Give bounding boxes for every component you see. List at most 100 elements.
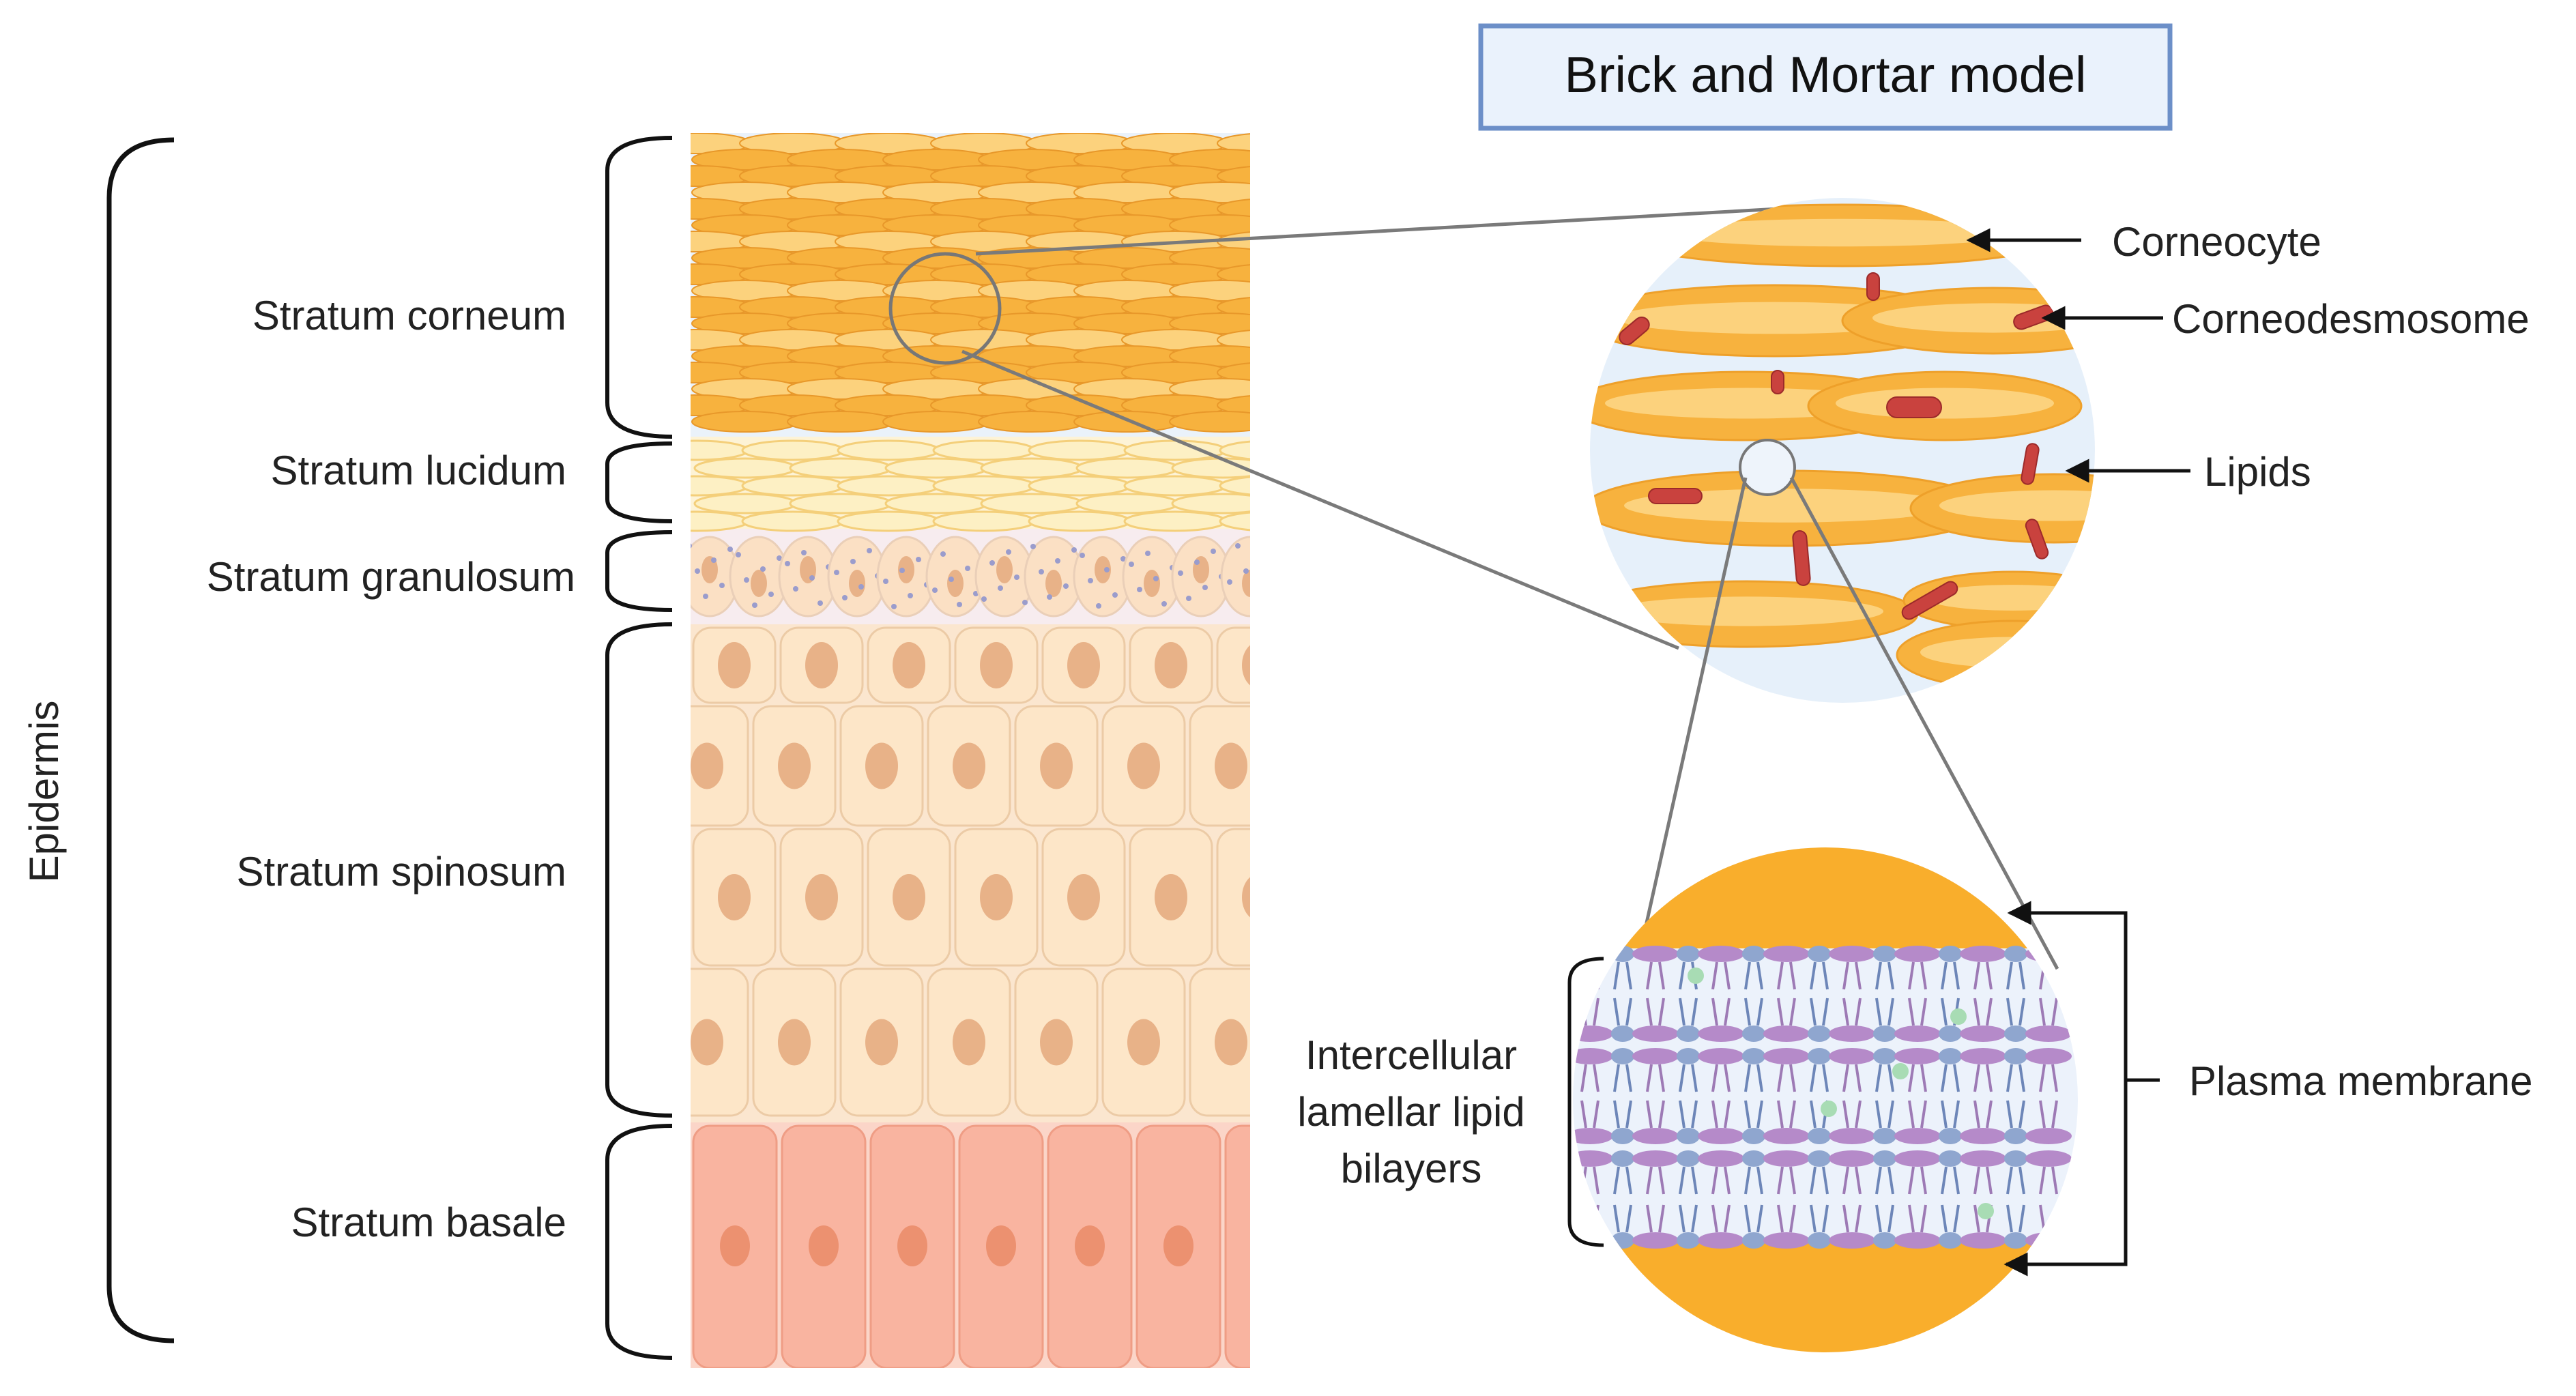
lipid-tail [1908,998,1927,1026]
lipid-head [2025,1026,2072,1042]
spinosum-nucleus [778,1019,811,1066]
lipid-tail [1941,961,1960,990]
corneocyte-cell [1265,411,1372,432]
lipid-tail [1973,1166,1993,1195]
corneocyte-cell [978,411,1086,433]
cholesterol-molecule [1978,1203,1994,1219]
lucidum-cell [932,439,1036,461]
spinosum-nucleus [691,1019,723,1066]
lipid-head [1632,946,1679,962]
corneocyte-cell [1217,199,1250,219]
lipid-head [1632,1150,1679,1167]
bracket-basale-icon [605,1124,673,1360]
lipid-head [1873,946,1896,962]
lipid-tail [1908,1166,1927,1195]
basale-nucleus [809,1225,839,1266]
label-stratum-granulosum: Stratum granulosum [207,554,575,600]
lipid-tail [1580,961,1600,990]
keratohyalin-granule [1063,583,1069,589]
lipid-tail [1842,1064,1862,1092]
lipid-head [1698,1232,1744,1249]
keratohyalin-granule [691,543,692,549]
corneocyte-cell [1217,362,1250,383]
basale-nucleus [897,1225,927,1266]
keratohyalin-granule [768,592,774,597]
lipid-head [1894,1128,1941,1144]
lipid-tail [1842,1166,1862,1195]
keratohyalin-granule [809,575,815,581]
lipid-head [2025,1232,2072,1249]
bracket-granulosum-icon [605,530,673,612]
lipid-head [2004,1128,2027,1144]
keratohyalin-granule [1088,578,1093,583]
lipid-head [1698,1150,1744,1167]
spinosum-nucleus [1155,642,1187,688]
lipid-head [2004,1232,2027,1249]
lipid-tail [1613,1064,1632,1092]
keratohyalin-granule [850,559,856,564]
basale-nucleus [1163,1225,1193,1266]
keratohyalin-granule [867,548,872,553]
corneocyte-cell [691,411,799,433]
lipid-head [1960,1232,2006,1249]
lipid-tail [1941,1204,1960,1233]
granulosum-nucleus [1144,570,1160,597]
lipid-head [2025,1048,2072,1064]
bracket-corneum-icon [605,136,673,439]
lipid-head [2004,946,2027,962]
keratohyalin-granule [760,566,766,572]
lipid-tail [1973,1064,1993,1092]
spinosum-cell [1216,828,1250,967]
lipid-tail [1646,1204,1665,1233]
lipid-tail [1842,961,1862,990]
corneocyte-cell [1169,214,1250,236]
spinosum-nucleus [980,642,1013,688]
lipid-head [1808,1150,1831,1167]
keratohyalin-granule [981,596,987,602]
keratohyalin-granule [727,547,733,552]
lucidum-cell [693,493,797,514]
lipid-head [1611,1232,1634,1249]
lipid-tail [2006,961,2025,990]
lipid-tail [1973,998,1993,1026]
keratohyalin-granule [1055,558,1060,564]
keratohyalin-granule [703,594,708,599]
lipid-tail [1875,1100,1894,1129]
corneocyte-cell [1265,149,1372,170]
lucidum-cell [1219,511,1250,532]
lipid-tail [1777,1064,1796,1092]
lipid-head [1808,946,1831,962]
spinosum-nucleus [1067,642,1100,688]
spinosum-nucleus [805,874,838,920]
lipid-tail [1613,1100,1632,1129]
granulosum-nucleus [996,556,1013,583]
lipid-tail [1810,998,1829,1026]
corneocyte-highlight [1662,218,2023,247]
keratohyalin-granule [1161,601,1167,607]
lipid-head [1808,1048,1831,1064]
keratohyalin-granule [1268,583,1273,588]
lipid-head [1808,1232,1831,1249]
spinosum-nucleus [1040,742,1073,789]
lipid-tail [1744,1204,1763,1233]
corneocyte-cell [1265,182,1372,203]
lipid-head [1763,1048,1810,1064]
lipid-tail [1711,961,1731,990]
keratohyalin-granule [785,561,790,566]
lipid-tail [1744,961,1763,990]
lipid-head [1632,1048,1679,1064]
keratohyalin-granule [1129,562,1134,567]
lipid-head [1960,1026,2006,1042]
lipid-head [1873,1232,1896,1249]
keratohyalin-granule [932,587,938,593]
lipid-tail [1777,1166,1796,1195]
lipid-head [1573,1128,1613,1144]
lipid-head [1573,1150,1613,1167]
granulosum-cell [1220,536,1250,617]
keratohyalin-granule [1153,576,1159,581]
corneocyte-cell [1073,411,1181,433]
corneocyte-highlight [1610,596,1883,626]
lipid-tail [1941,1166,1960,1195]
spinosum-nucleus [893,874,925,920]
corneocyte-cell [1169,378,1250,400]
